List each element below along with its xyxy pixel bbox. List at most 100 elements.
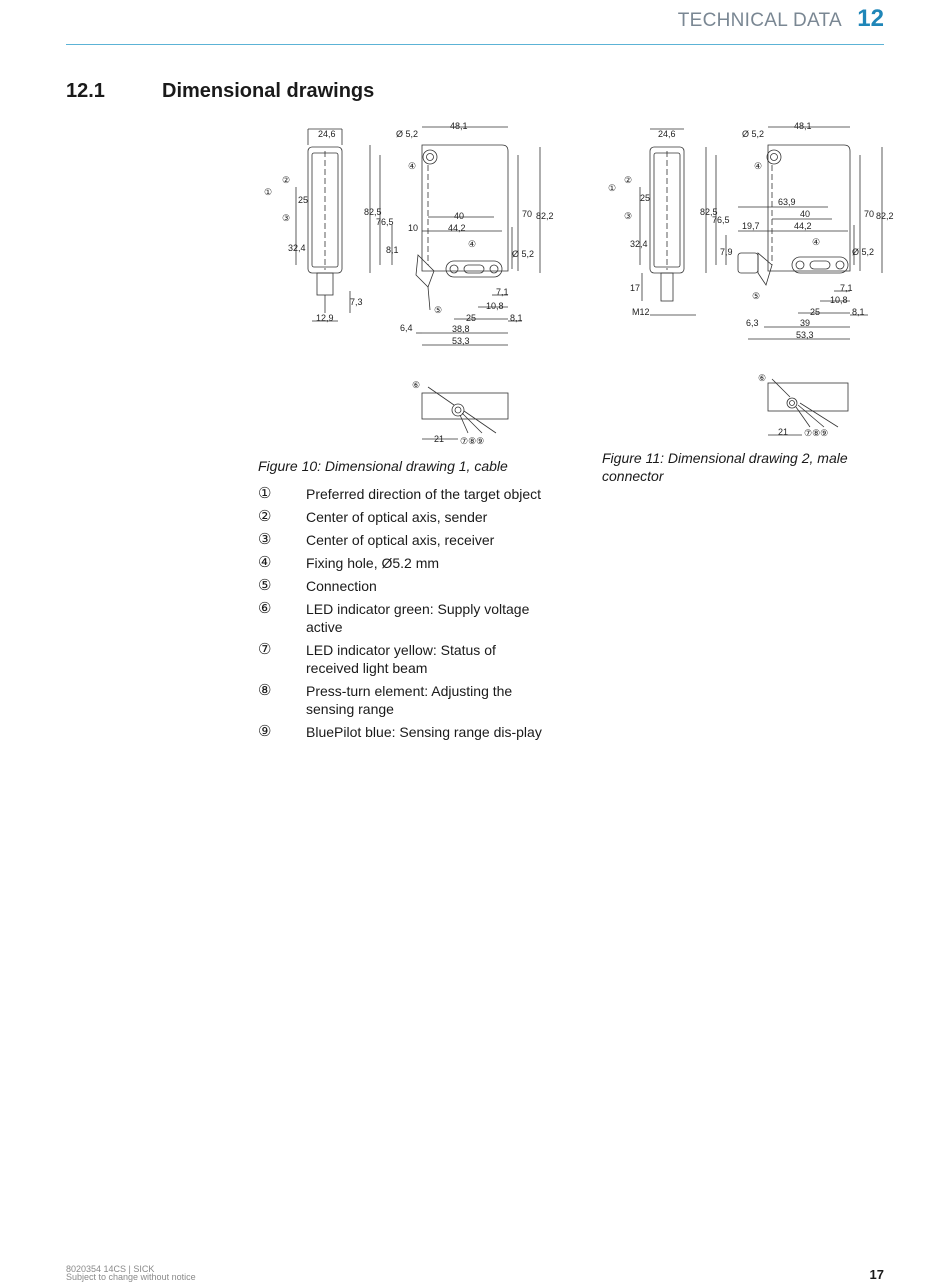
dim-82-2: 82,2 — [536, 211, 554, 221]
marker-4-lower: ④ — [468, 239, 476, 249]
legend-text: Press-turn element: Adjusting the sensin… — [306, 683, 513, 717]
dim-63-9: 63,9 — [778, 197, 796, 207]
legend-number: ⑥ — [258, 600, 272, 617]
legend-number: ⑤ — [258, 577, 272, 594]
dimensional-drawing-connector: 24,6 ① ② ③ 25 32,4 17 M12 Ø 5,2 48,1 ④ ④… — [608, 121, 894, 438]
dim-8-1: 8,1 — [510, 313, 523, 323]
marker-3: ③ — [624, 211, 632, 221]
legend-number: ⑧ — [258, 682, 272, 699]
dim-53-3: 53,3 — [796, 330, 814, 340]
dim-10-8: 10,8 — [830, 295, 848, 305]
legend-text: BluePilot blue: Sensing range dis-play — [306, 724, 542, 740]
legend-text: Preferred direction of the target object — [306, 486, 542, 502]
legend-item: ③ Center of optical axis, receiver — [258, 531, 548, 549]
dim-8-1-vertical: 8,1 — [386, 245, 399, 255]
legend-text: Center of optical axis, sender — [306, 509, 488, 525]
dim-7-1: 7,1 — [840, 283, 853, 293]
page-number: 17 — [869, 1267, 884, 1282]
legend-number: ② — [258, 508, 272, 525]
figure-11-caption: Figure 11: Dimensional drawing 2, male c… — [602, 450, 848, 484]
dim-25: 25 — [640, 193, 650, 203]
dim-front-width: 24,6 — [658, 129, 676, 139]
dim-top-width: 48,1 — [794, 121, 812, 131]
marker-6: ⑥ — [412, 380, 420, 390]
marker-4: ④ — [754, 161, 762, 171]
dim-7-9: 7,9 — [720, 247, 733, 257]
dim-8-1: 8,1 — [852, 307, 865, 317]
dim-m12: M12 — [632, 307, 650, 317]
marker-4-lower: ④ — [812, 237, 820, 247]
legend-item: ④ Fixing hole, Ø5.2 mm — [258, 554, 548, 572]
marker-5: ⑤ — [752, 291, 760, 301]
dim-10: 10 — [408, 223, 418, 233]
dim-17: 17 — [630, 283, 640, 293]
legend-text: Center of optical axis, receiver — [306, 532, 495, 548]
marker-2: ② — [282, 175, 290, 185]
dim-25-bottom: 25 — [810, 307, 820, 317]
legend-item: ① Preferred direction of the target obje… — [258, 485, 548, 503]
section-title: Dimensional drawings — [162, 80, 375, 102]
dim-hole: Ø 5,2 — [396, 129, 418, 139]
legend-number: ① — [258, 485, 272, 502]
marker-4: ④ — [408, 161, 416, 171]
dim-6-3: 6,3 — [746, 318, 759, 328]
marker-6: ⑥ — [758, 373, 766, 383]
dim-40: 40 — [800, 209, 810, 219]
dim-7-1: 7,1 — [496, 287, 509, 297]
legend-item: ⑤ Connection — [258, 577, 548, 595]
running-header-title: TECHNICAL DATA — [677, 10, 842, 31]
legend-text: LED indicator green: Supply voltage acti… — [306, 601, 530, 635]
legend-item: ⑨ BluePilot blue: Sensing range dis-play — [258, 723, 548, 741]
legend-item: ⑧ Press-turn element: Adjusting the sens… — [258, 682, 548, 718]
markers-7-8-9: ⑦⑧⑨ — [804, 428, 828, 438]
marker-1: ① — [608, 183, 616, 193]
legend-text: Connection — [306, 578, 377, 594]
footer-document-id: 8020354 14CS | SICK — [66, 1264, 155, 1274]
legend-item: ⑥ LED indicator green: Supply voltage ac… — [258, 600, 548, 636]
dim-44-2: 44,2 — [794, 221, 812, 231]
legend-item: ② Center of optical axis, sender — [258, 508, 548, 526]
marker-2: ② — [624, 175, 632, 185]
legend-number: ③ — [258, 531, 272, 548]
dim-21: 21 — [434, 434, 444, 444]
legend-text: Fixing hole, Ø5.2 mm — [306, 555, 440, 571]
dim-82-5: 82,5 — [700, 207, 718, 217]
dim-76-5: 76,5 — [712, 215, 730, 225]
marker-1: ① — [264, 187, 272, 197]
dim-70: 70 — [864, 209, 874, 219]
dim-19-7: 19,7 — [742, 221, 760, 231]
legend-number: ⑨ — [258, 723, 272, 740]
dim-82-5: 82,5 — [364, 207, 382, 217]
marker-3: ③ — [282, 213, 290, 223]
dim-hole-side: Ø 5,2 — [852, 247, 874, 257]
section-number: 12.1 — [66, 80, 105, 102]
dim-39: 39 — [800, 318, 810, 328]
dim-70: 70 — [522, 209, 532, 219]
dim-76-5: 76,5 — [376, 217, 394, 227]
figure-10-caption: Figure 10: Dimensional drawing 1, cable — [258, 458, 508, 474]
chapter-number: 12 — [857, 5, 884, 32]
dim-32-4: 32,4 — [630, 239, 648, 249]
dim-38-8: 38,8 — [452, 324, 470, 334]
dim-hole: Ø 5,2 — [742, 129, 764, 139]
footer-notice: Subject to change without notice — [66, 1272, 196, 1282]
legend-item: ⑦ LED indicator yellow: Status of receiv… — [258, 641, 548, 677]
dim-6-4: 6,4 — [400, 323, 413, 333]
dim-10-8: 10,8 — [486, 301, 504, 311]
dimensional-drawing-cable: 24,6 ① ② ③ 25 32,4 7,3 12,9 Ø 5,2 48,1 ④… — [264, 121, 554, 446]
dim-7-3: 7,3 — [350, 297, 363, 307]
dim-hole-side: Ø 5,2 — [512, 249, 534, 259]
dim-32-4: 32,4 — [288, 243, 306, 253]
dim-top-width: 48,1 — [450, 121, 468, 131]
dim-44-2: 44,2 — [448, 223, 466, 233]
dim-25: 25 — [298, 195, 308, 205]
dim-40: 40 — [454, 211, 464, 221]
dim-12-9: 12,9 — [316, 313, 334, 323]
marker-5: ⑤ — [434, 305, 442, 315]
legend-list: ① Preferred direction of the target obje… — [258, 485, 548, 746]
legend-number: ④ — [258, 554, 272, 571]
dim-53-3: 53,3 — [452, 336, 470, 346]
dim-82-2: 82,2 — [876, 211, 894, 221]
legend-text: LED indicator yellow: Status of received… — [306, 642, 496, 676]
dim-25-bottom: 25 — [466, 313, 476, 323]
